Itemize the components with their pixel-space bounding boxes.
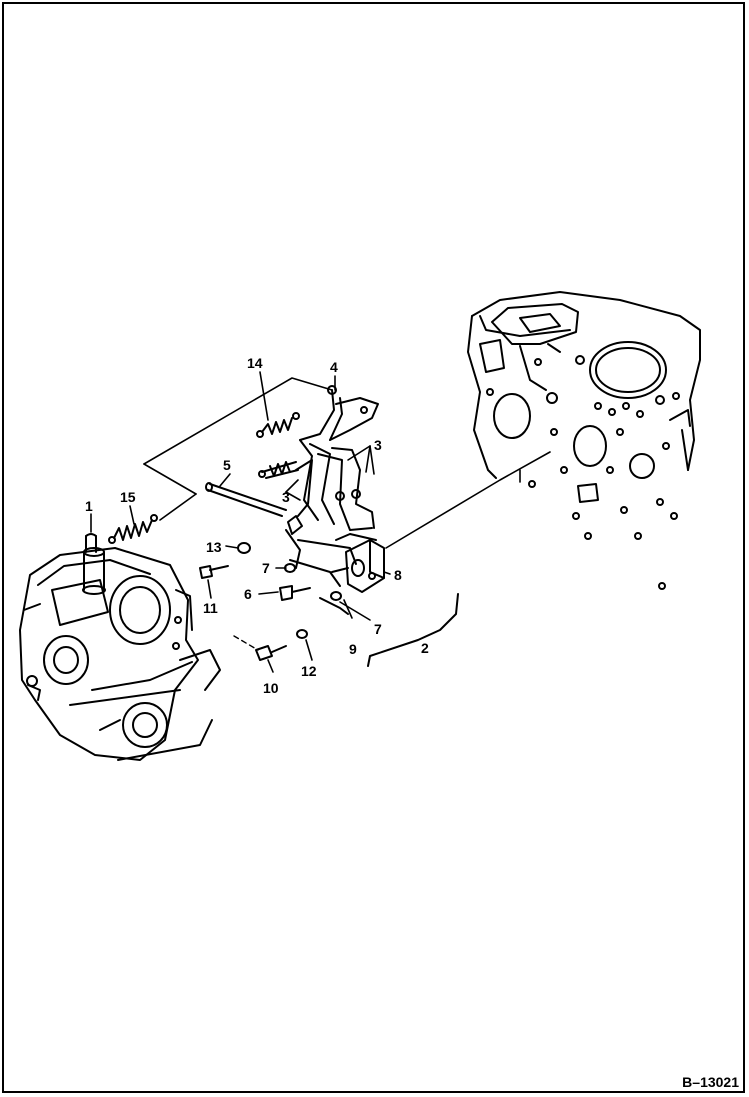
callout-7-lower: 7 (374, 621, 382, 637)
callout-8: 8 (394, 567, 402, 583)
part-2-assembly (285, 529, 377, 587)
callout-3-lower: 3 (282, 489, 290, 505)
engine-block-drawing (467, 291, 701, 590)
figure-id-label: B–13021 (682, 1074, 739, 1090)
callout-9: 9 (349, 641, 357, 657)
part-12-washer (296, 629, 308, 639)
part-3-governor-levers (258, 439, 375, 535)
part-5-pin (205, 482, 287, 517)
callout-1: 1 (85, 498, 93, 514)
part-4-lever (299, 385, 379, 441)
part-1-shaft (82, 533, 106, 595)
gear-case-drawing (19, 547, 221, 761)
part-7-washer-lower (330, 591, 342, 601)
callout-2: 2 (421, 640, 429, 656)
leader-lines (90, 371, 391, 673)
callout-15: 15 (120, 489, 136, 505)
callout-13: 13 (206, 539, 222, 555)
part-13-washer (237, 542, 251, 554)
part-14-spring (256, 412, 300, 438)
callout-7-upper: 7 (262, 560, 270, 576)
callout-11: 11 (203, 600, 218, 616)
part-15-spring (108, 514, 158, 544)
part-6-bolt (279, 585, 311, 601)
callout-labels: 1 15 14 4 5 3 3 13 7 11 6 8 7 9 2 12 10 (85, 355, 429, 696)
part-9-link (319, 597, 349, 615)
callout-10: 10 (263, 680, 279, 696)
part-8-block (345, 539, 385, 593)
callout-14: 14 (247, 355, 263, 371)
callout-12: 12 (301, 663, 317, 679)
callout-5: 5 (223, 457, 231, 473)
callout-3-upper: 3 (374, 437, 382, 453)
dashed-pin-line (233, 635, 259, 651)
assembly-link-lines (143, 377, 551, 549)
part-10-pin (255, 645, 287, 661)
part-2-bracket (367, 593, 459, 667)
callout-4: 4 (330, 359, 338, 375)
part-11-bolt (199, 565, 229, 579)
callout-6: 6 (244, 586, 252, 602)
